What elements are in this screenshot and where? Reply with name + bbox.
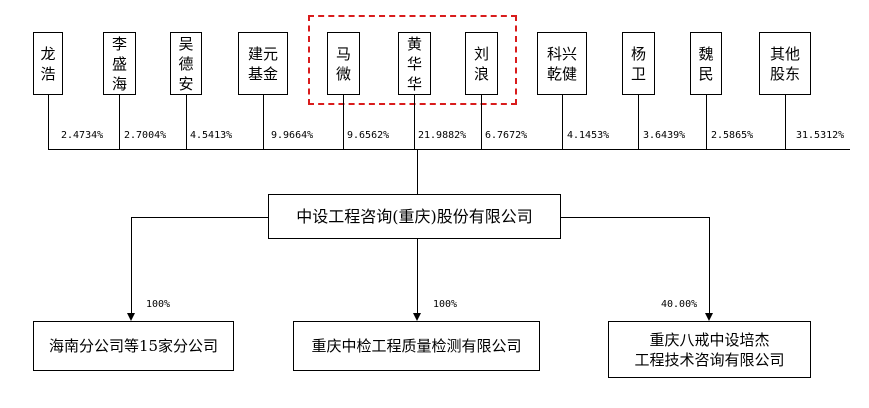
shareholding-pct: 21.9882% bbox=[418, 130, 467, 141]
shareholder-name: 李 盛 海 bbox=[111, 34, 127, 93]
shareholding-pct: 4.1453% bbox=[567, 130, 610, 141]
subsidiary-pct: 100% bbox=[433, 299, 458, 310]
connector-line bbox=[706, 95, 707, 149]
shareholder-name: 龙 浩 bbox=[40, 44, 56, 83]
connector-line bbox=[414, 95, 415, 149]
highlight-group-border bbox=[308, 15, 517, 105]
company-box: 中设工程咨询(重庆)股份有限公司 bbox=[268, 194, 561, 239]
connector-line bbox=[119, 95, 120, 149]
arrow-head-icon bbox=[413, 313, 421, 321]
connector-line bbox=[263, 95, 264, 149]
shareholder-box-wudean: 吴 德 安 bbox=[170, 32, 202, 95]
shareholder-name: 科兴 乾健 bbox=[546, 44, 577, 83]
shareholding-pct: 4.5413% bbox=[190, 130, 233, 141]
shareholder-box-other: 其他 股东 bbox=[759, 32, 811, 95]
connector-line bbox=[417, 239, 418, 317]
shareholder-box-weimin: 魏 民 bbox=[690, 32, 722, 95]
shareholding-pct: 6.7672% bbox=[485, 130, 528, 141]
connector-line bbox=[417, 149, 418, 194]
arrow-head-icon bbox=[705, 313, 713, 321]
shareholder-box-huanghuahua: 黄 华 华 bbox=[398, 32, 431, 95]
shareholder-box-longhao: 龙 浩 bbox=[33, 32, 63, 95]
connector-line bbox=[561, 217, 710, 218]
shareholding-pct: 9.6562% bbox=[347, 130, 390, 141]
connector-line bbox=[638, 95, 639, 149]
arrow-head-icon bbox=[127, 313, 135, 321]
connector-line bbox=[186, 95, 187, 149]
shareholder-name: 马 微 bbox=[335, 44, 351, 83]
subsidiary-pct: 40.00% bbox=[661, 299, 698, 310]
shareholding-pct: 31.5312% bbox=[796, 130, 845, 141]
shareholder-name: 黄 华 华 bbox=[406, 34, 422, 93]
shareholder-box-kexing-qianjian: 科兴 乾健 bbox=[537, 32, 587, 95]
shareholder-box-jianyuan-fund: 建元 基金 bbox=[238, 32, 288, 95]
shareholding-pct: 2.4734% bbox=[61, 130, 104, 141]
connector-line bbox=[562, 95, 563, 149]
shareholder-bus-line bbox=[48, 149, 850, 150]
connector-line bbox=[131, 217, 132, 317]
shareholder-name: 刘 浪 bbox=[473, 44, 489, 83]
connector-line bbox=[343, 95, 344, 149]
shareholder-box-liulang: 刘 浪 bbox=[465, 32, 498, 95]
subsidiary-box-bajie-zhongshe: 重庆八戒中设培杰 工程技术咨询有限公司 bbox=[608, 321, 811, 378]
subsidiary-pct: 100% bbox=[146, 299, 171, 310]
company-name: 中设工程咨询(重庆)股份有限公司 bbox=[296, 206, 533, 226]
shareholder-name: 吴 德 安 bbox=[178, 34, 194, 93]
connector-line bbox=[48, 95, 49, 149]
connector-line bbox=[481, 95, 482, 149]
subsidiary-box-hainan-branches: 海南分公司等15家分公司 bbox=[33, 321, 234, 371]
shareholding-pct: 3.6439% bbox=[643, 130, 686, 141]
connector-line bbox=[709, 217, 710, 317]
shareholder-name: 建元 基金 bbox=[247, 44, 278, 83]
shareholder-name: 其他 股东 bbox=[769, 44, 800, 83]
subsidiary-name: 海南分公司等15家分公司 bbox=[48, 337, 219, 355]
connector-line bbox=[131, 217, 268, 218]
shareholding-pct: 2.5865% bbox=[711, 130, 754, 141]
shareholder-name: 杨 卫 bbox=[630, 44, 646, 83]
shareholding-pct: 9.9664% bbox=[271, 130, 314, 141]
connector-line bbox=[785, 95, 786, 149]
shareholder-box-lishenghai: 李 盛 海 bbox=[103, 32, 136, 95]
shareholding-pct: 2.7004% bbox=[124, 130, 167, 141]
subsidiary-name: 重庆中检工程质量检测有限公司 bbox=[311, 337, 522, 355]
subsidiary-name: 重庆八戒中设培杰 工程技术咨询有限公司 bbox=[634, 330, 785, 369]
shareholder-box-yangwei: 杨 卫 bbox=[622, 32, 655, 95]
shareholder-name: 魏 民 bbox=[698, 44, 714, 83]
shareholder-box-mawei: 马 微 bbox=[327, 32, 360, 95]
subsidiary-box-chongqing-inspection: 重庆中检工程质量检测有限公司 bbox=[293, 321, 540, 371]
